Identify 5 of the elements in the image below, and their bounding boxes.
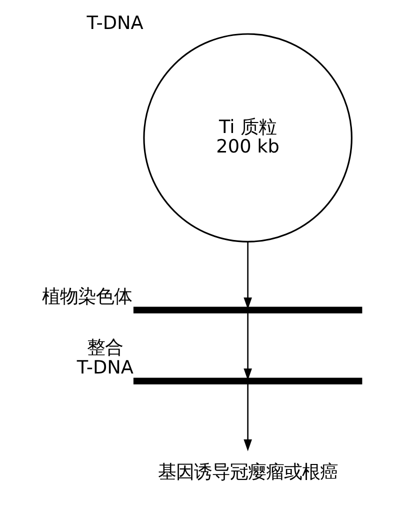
node-text: 基因诱导冠瘿瘤或根癌 [157,461,338,482]
node-label: T-DNA [76,356,134,378]
node-label: 整合 [86,337,123,358]
node-label: T-DNA [86,12,143,34]
node-label: 植物染色体 [41,286,132,307]
